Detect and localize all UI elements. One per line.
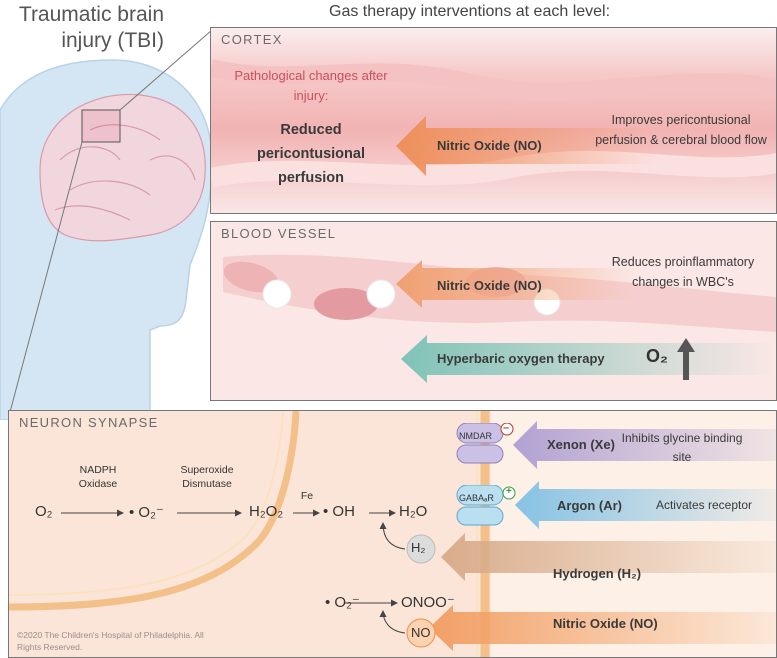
synapse-no-label: Nitric Oxide (NO)	[553, 616, 658, 631]
vessel-label: BLOOD VESSEL	[221, 226, 337, 241]
argon-label: Argon (Ar)	[557, 498, 622, 513]
o2-reactant: O₂	[35, 503, 53, 520]
synapse-label: NEURON SYNAPSE	[19, 415, 159, 430]
pathway-arrows	[61, 509, 436, 648]
gabaa-receptor	[456, 485, 516, 526]
vessel-arrow1-label: Nitric Oxide (NO)	[437, 278, 542, 293]
superoxide: • O₂⁻	[129, 504, 164, 521]
cortex-no-arrow	[396, 116, 656, 176]
water: H₂O	[399, 503, 428, 520]
copyright: ©2020 The Children's Hospital of Philade…	[17, 630, 204, 652]
hydrogen-arrow	[441, 533, 776, 581]
xenon-effect: Inhibits glycine binding site	[621, 431, 743, 464]
nmdar-receptor	[456, 423, 514, 464]
cortex-panel: CORTEX Pathological changes after injury…	[210, 27, 777, 214]
hbo-label: Hyperbaric oxygen therapy	[437, 351, 605, 366]
brain	[39, 93, 206, 242]
nmdar-label: NMDAR	[459, 431, 492, 441]
xenon-arrow	[513, 421, 776, 469]
brain-folds	[54, 124, 196, 221]
cortex-arrow-label: Nitric Oxide (NO)	[437, 138, 542, 153]
h2o2: H₂O₂	[249, 503, 284, 520]
synapse-no-arrow	[429, 605, 776, 651]
sod-enzyme: Superoxide Dismutase	[180, 464, 234, 490]
cortex-zoom-box	[81, 109, 121, 143]
head-illustration	[0, 59, 213, 420]
h2-molecule: H₂	[411, 540, 426, 555]
pathology-text: Reduced pericontusional perfusion	[257, 122, 365, 186]
vessel-effect1: Reduces proinflammatory changes in WBC's	[611, 255, 755, 289]
blood-vessel-panel: BLOOD VESSEL Nitric Oxide (NO) Reduces p…	[210, 221, 777, 401]
argon-effect: Activates receptor	[655, 498, 753, 512]
gabaa-plus: +	[506, 486, 512, 497]
superoxide-2: • O₂⁻	[325, 594, 360, 611]
vessel-no-arrow	[396, 260, 636, 308]
h2-bubble	[406, 534, 436, 564]
argon-arrow	[515, 481, 776, 529]
cortex-effect: Improves pericontusional perfusion & cer…	[595, 113, 767, 147]
hydroxyl-radical: • OH	[323, 503, 355, 520]
figure-subtitle: Gas therapy interventions at each level:	[329, 3, 611, 20]
o2-label: O₂	[646, 346, 668, 366]
o2-up-arrow	[677, 338, 695, 380]
fe-catalyst: Fe	[300, 490, 314, 502]
nmdar-minus: –	[503, 422, 510, 434]
xenon-label: Xenon (Xe)	[547, 437, 615, 452]
gabaa-label: GABAₐR	[459, 493, 494, 503]
cortex-label: CORTEX	[221, 32, 283, 47]
no-molecule: NO	[411, 625, 431, 640]
pathology-heading: Pathological changes after injury:	[234, 68, 388, 103]
peroxynitrite: ONOO⁻	[401, 594, 455, 611]
neuron-synapse-panel: NEURON SYNAPSE NMDAR – GABAₐR + Xenon (X…	[8, 410, 777, 658]
no-bubble	[406, 618, 436, 648]
cortex-tissue	[211, 59, 776, 188]
nadph-enzyme: NADPH Oxidase	[78, 464, 118, 490]
figure-title: Traumatic brain injury (TBI)	[18, 3, 164, 52]
hydrogen-label: Hydrogen (H₂)	[553, 566, 642, 581]
